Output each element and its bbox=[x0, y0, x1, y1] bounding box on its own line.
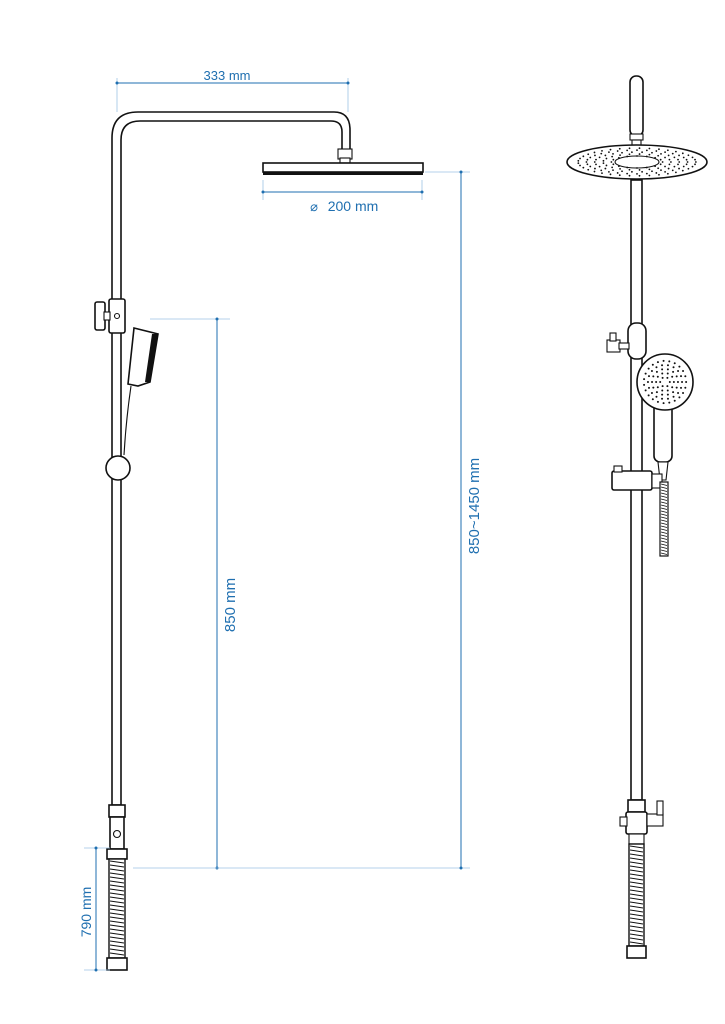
holder-knob-stem bbox=[103, 311, 111, 321]
dim-diameter-symbol: ⌀ bbox=[310, 199, 318, 214]
front-hose bbox=[659, 481, 669, 557]
rain-shower-head bbox=[262, 162, 424, 173]
hose-side bbox=[123, 385, 132, 456]
front-arm-top bbox=[629, 75, 644, 137]
front-holder-clamp bbox=[627, 322, 647, 360]
front-diverter-outlet bbox=[646, 813, 664, 827]
dim-inlet-height: 790 mm bbox=[78, 887, 94, 938]
dim-head-diameter: 200 mm bbox=[328, 198, 379, 214]
front-braided-inlet-hose bbox=[628, 843, 645, 947]
front-diverter-knob bbox=[656, 800, 664, 816]
inlet-nut-top bbox=[106, 848, 128, 860]
front-inlet-nut bbox=[626, 945, 647, 959]
diverter-hole bbox=[112, 829, 122, 839]
front-slider bbox=[611, 470, 653, 491]
dim-overall-height: 850~1450 mm bbox=[466, 458, 483, 554]
front-handshower-face bbox=[636, 353, 694, 411]
riser-lower-joint bbox=[108, 804, 126, 818]
front-view bbox=[566, 75, 708, 959]
front-rain-nozzles bbox=[577, 147, 697, 177]
front-arm-joint bbox=[629, 133, 644, 141]
front-rain-head-center bbox=[614, 155, 660, 169]
dimensions: 333 mm ⌀ 200 mm 850 mm 850~1450 mm 790 m… bbox=[78, 68, 483, 972]
dim-arm-length: 333 mm bbox=[204, 68, 251, 83]
braided-inlet-hose bbox=[108, 858, 126, 959]
riser-pipe bbox=[111, 111, 351, 806]
slider-ball bbox=[105, 455, 131, 481]
holder-screw bbox=[113, 312, 121, 320]
rain-head-nozzles bbox=[263, 172, 423, 175]
front-holder-knob bbox=[606, 339, 621, 353]
handshower-face bbox=[145, 334, 158, 382]
front-riser-joint bbox=[627, 799, 646, 813]
front-diverter bbox=[625, 811, 648, 835]
side-view bbox=[94, 111, 424, 971]
front-handshower-nozzles bbox=[643, 359, 688, 405]
inlet-nut-bottom bbox=[106, 957, 128, 971]
dim-handshower-height: 850 mm bbox=[222, 578, 239, 632]
